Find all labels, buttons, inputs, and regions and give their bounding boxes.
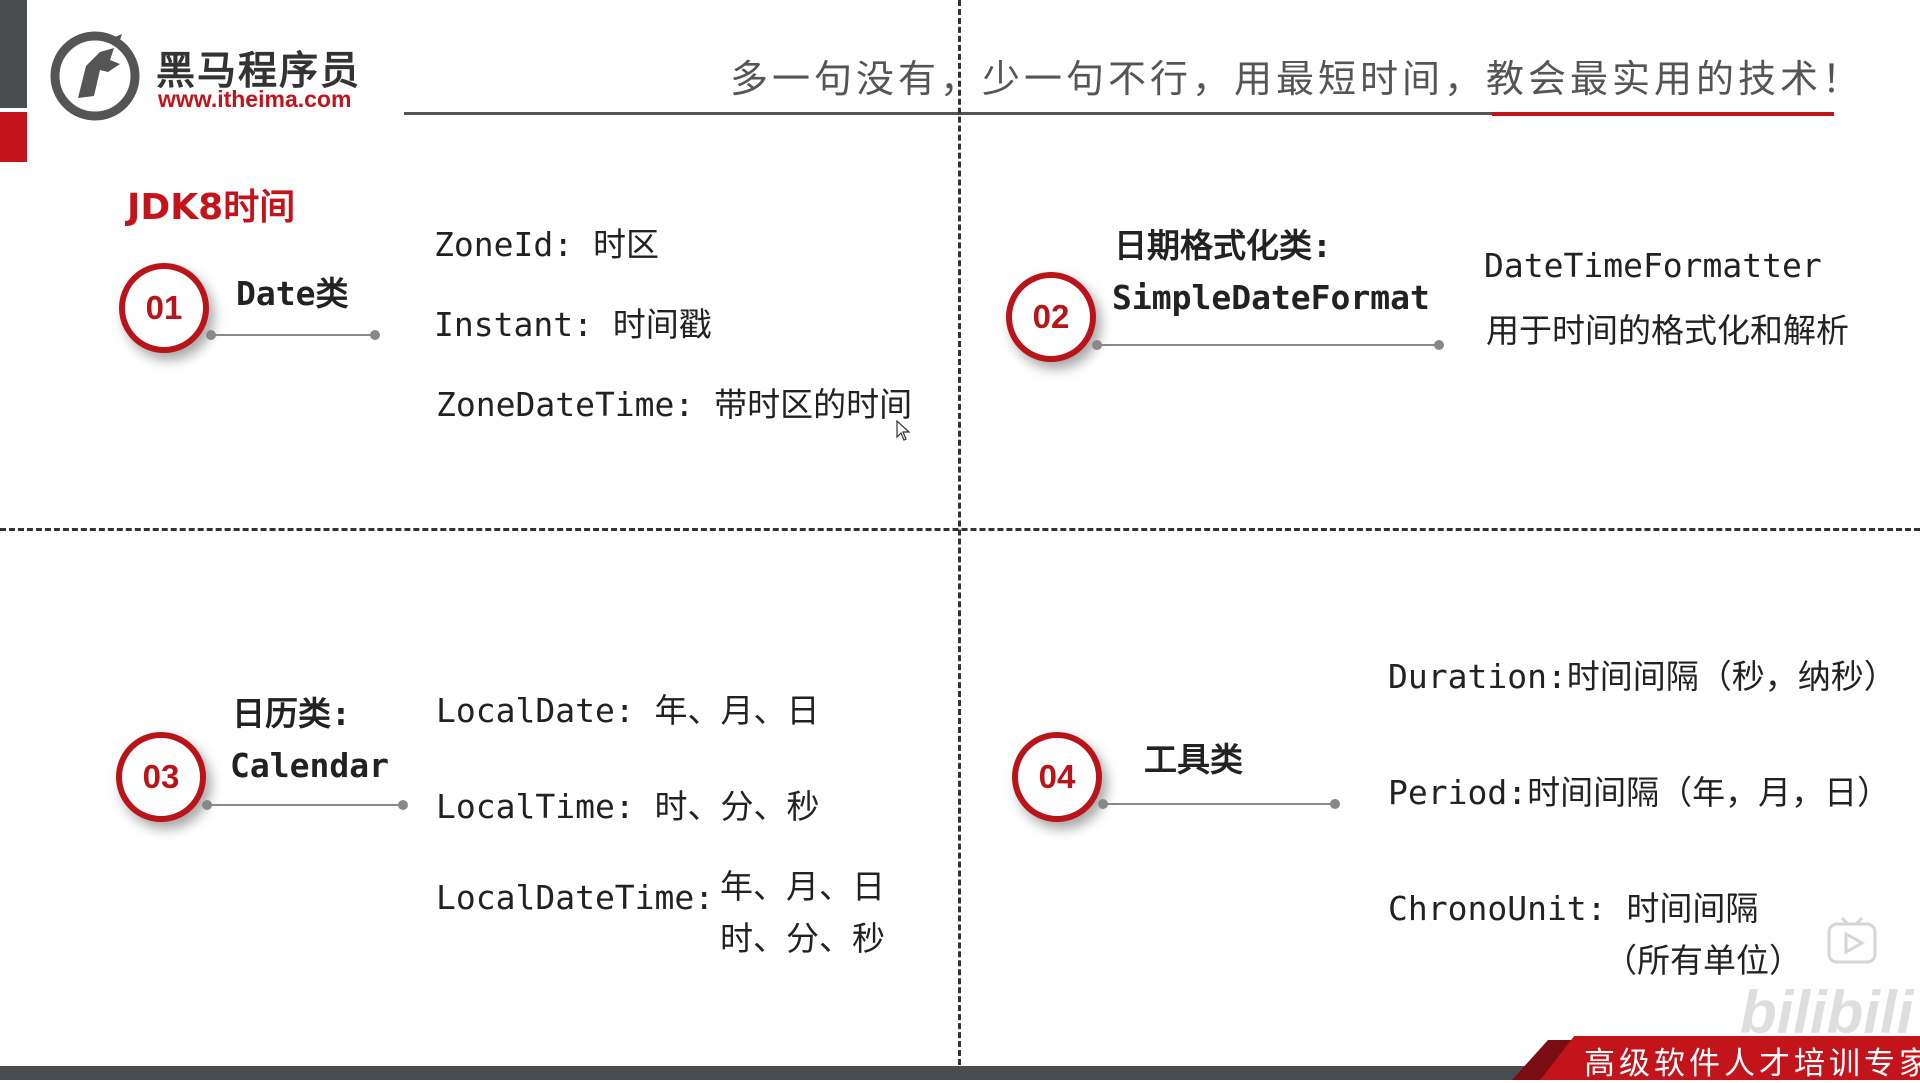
header-underline xyxy=(404,112,1834,115)
item-localdatetime-time: 时、分、秒 xyxy=(720,919,885,958)
category-format-title: 日期格式化类: xyxy=(1114,226,1332,265)
horizontal-divider xyxy=(0,528,1920,531)
item-localdate: LocalDate: 年、月、日 xyxy=(436,691,820,730)
category-format-class: SimpleDateFormat xyxy=(1112,278,1430,317)
logo-name: 黑马程序员 xyxy=(156,49,362,94)
video-play-icon[interactable] xyxy=(1826,916,1878,968)
badge-01: 01 xyxy=(119,263,209,353)
badge-04: 04 xyxy=(1012,732,1102,822)
category-calendar-title: 日历类: xyxy=(232,694,351,733)
section-title: JDK8时间 xyxy=(127,187,296,228)
slogan: 多一句没有，少一句不行，用最短时间，教会最实用的技术！ xyxy=(730,57,1865,101)
item-chronounit-desc: （所有单位） xyxy=(1604,941,1802,980)
category-calendar-class: Calendar xyxy=(230,746,389,785)
item-zoneid: ZoneId: 时区 xyxy=(434,225,659,264)
item-instant: Instant: 时间戳 xyxy=(434,305,712,344)
bottom-bar xyxy=(0,1066,1920,1080)
horse-logo-icon xyxy=(50,31,140,121)
item-localtime: LocalTime: 时、分、秒 xyxy=(436,787,820,826)
footer-tagline: 高级软件人才培训专家 xyxy=(1584,1046,1920,1082)
connector-line-04 xyxy=(1098,799,1340,809)
item-localdatetime-label: LocalDateTime: xyxy=(436,878,715,917)
item-duration: Duration:时间间隔（秒，纳秒） xyxy=(1388,657,1897,696)
left-edge-bar-dark xyxy=(0,0,27,108)
item-zonedatetime: ZoneDateTime: 带时区的时间 xyxy=(436,385,913,424)
item-period: Period:时间间隔（年，月，日） xyxy=(1388,773,1891,812)
header-underline-accent xyxy=(1492,112,1834,116)
badge-02: 02 xyxy=(1006,272,1096,362)
item-localdatetime-date: 年、月、日 xyxy=(720,867,885,906)
left-edge-bar-red xyxy=(0,112,27,162)
item-format-desc: 用于时间的格式化和解析 xyxy=(1486,311,1849,350)
connector-line-02 xyxy=(1092,340,1444,350)
logo-url: www.itheima.com xyxy=(158,86,352,112)
category-date-title: Date类 xyxy=(236,274,349,313)
connector-line-01 xyxy=(206,330,380,340)
connector-line-03 xyxy=(202,800,408,810)
bilibili-watermark: bilibili xyxy=(1740,979,1914,1046)
vertical-divider xyxy=(958,0,961,1065)
mouse-cursor-icon xyxy=(896,420,911,441)
item-datetimeformatter: DateTimeFormatter xyxy=(1484,246,1822,285)
category-tools-title: 工具类 xyxy=(1144,740,1243,779)
logo: 黑马程序员 www.itheima.com xyxy=(48,26,378,121)
item-chronounit: ChronoUnit: 时间间隔 xyxy=(1388,889,1759,928)
badge-03: 03 xyxy=(116,732,206,822)
bottom-banner xyxy=(1540,1036,1920,1080)
